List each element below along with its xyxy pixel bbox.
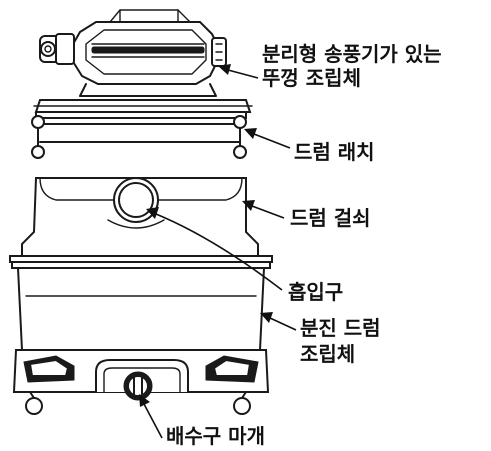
label-intake: 흡입구 <box>288 280 344 304</box>
drum-base <box>12 349 270 415</box>
label-drain-cap: 배수구 마개 <box>166 424 265 448</box>
leader-intake <box>146 207 283 291</box>
drum-latches <box>31 115 247 159</box>
label-dust-drum-line2: 조립체 <box>300 342 356 366</box>
blower-head <box>39 9 227 97</box>
label-lid-assembly-line1: 분리형 송풍기가 있는 <box>262 42 442 66</box>
leader-drum-latch <box>244 128 291 149</box>
dust-drum <box>9 177 273 351</box>
leader-drum-hook <box>242 200 285 219</box>
lid <box>33 99 253 119</box>
leader-dust-drum <box>260 312 297 331</box>
label-lid-assembly-line2: 뚜껑 조립체 <box>262 66 361 90</box>
label-drum-hook: 드럼 걸쇠 <box>290 206 371 230</box>
label-dust-drum-line1: 분진 드럼 <box>300 316 381 340</box>
leader-drain-cap <box>139 394 163 439</box>
label-drum-latch: 드럼 래치 <box>294 140 375 164</box>
leader-lid-assembly <box>218 64 259 79</box>
